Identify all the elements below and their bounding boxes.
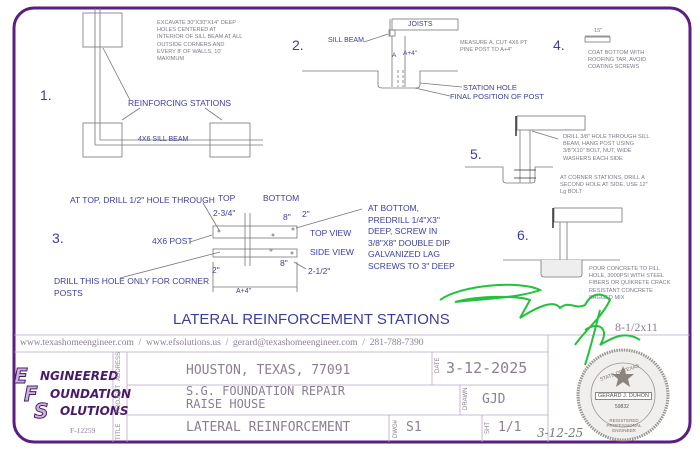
final-position-label: FINAL POSITION OF POST <box>450 92 544 101</box>
title-block-grid <box>14 334 690 442</box>
dim-2-side: 2" <box>212 265 220 275</box>
step6-pour-note: POUR CONCRETE TO FILL HOLE, 3000PSI WITH… <box>589 266 671 301</box>
dwg-label: DWG# <box>393 420 399 438</box>
logo-line1: NGINEERED <box>40 369 119 383</box>
step3-post-views <box>119 202 363 292</box>
side-view-label: SIDE VIEW <box>310 247 354 257</box>
dim-8-side: 8" <box>280 258 288 268</box>
step5-section <box>465 115 586 184</box>
step1-number: 1. <box>40 87 52 103</box>
step5-corner-note: AT CORNER STATIONS, DRILL A SECOND HOLE … <box>560 175 648 196</box>
logo-initial-f: F <box>24 382 39 407</box>
paper-size: 8-1/2x11 <box>615 320 658 334</box>
dim-2-1-2: 2-1/2" <box>308 266 331 276</box>
post-label: 4X6 POST <box>152 236 193 246</box>
step3-number: 3. <box>52 230 64 246</box>
sill-beam-label: 4X6 SILL BEAM <box>138 136 189 143</box>
date-value: 3-12-2025 <box>446 359 528 377</box>
signature-date: 3-12-25 <box>537 426 584 440</box>
length-label: A+4" <box>236 288 252 295</box>
firm-number: F-12259 <box>70 426 96 435</box>
step1-plan <box>82 8 263 158</box>
step6-number: 6. <box>517 227 529 243</box>
dim-2-top: 2" <box>302 209 310 219</box>
step4-coat-note: COAT BOTTOM WITH ROOFING TAR, AVOID COAT… <box>588 50 647 71</box>
step2-number: 2. <box>292 37 304 53</box>
sht-label: SHT <box>485 422 491 434</box>
logo-line2: OUNDATION <box>50 387 131 401</box>
logo-initial-s: S <box>33 399 49 424</box>
measure-note: MEASURE A, CUT 4X6 PT PINE POST TO A+4" <box>460 40 528 54</box>
step4-detail <box>584 35 611 43</box>
reinforcing-stations-label: REINFORCING STATIONS <box>128 98 232 108</box>
corner-drill-note-2: POSTS <box>54 288 83 298</box>
step6-section <box>503 207 623 278</box>
contact-line: www.texashomeengineer.com / www.efsoluti… <box>20 338 424 348</box>
bottom-note-line: AT BOTTOM, <box>368 203 420 213</box>
star-icon <box>612 366 634 387</box>
bottom-note-line: GALVANIZED LAG <box>368 249 440 259</box>
step2-section <box>302 18 463 97</box>
a-label: A <box>392 52 397 59</box>
address-value: HOUSTON, TEXAS, 77091 <box>186 363 351 378</box>
engineer-signature <box>439 283 641 366</box>
drawing-title: LATERAL REINFORCEMENT STATIONS <box>173 311 450 328</box>
seal-name: GERARD J. DUHON <box>595 392 653 400</box>
sht-value: 1/1 <box>498 420 522 435</box>
drawn-label: DRAWN <box>463 387 469 410</box>
seal-bottom-text: REGISTERED PROFESSIONAL ENGINEER <box>606 418 642 433</box>
step1-excavate-note: EXCAVATE 30"X30"X14" DEEP HOLES CENTERED… <box>157 20 243 63</box>
top-view-label: TOP VIEW <box>310 228 352 238</box>
bottom-note-line: PREDRILL 1/4"X3" <box>368 214 440 225</box>
date-label: DATE <box>435 357 441 373</box>
title-value: LATERAL REINFORCEMENT <box>186 420 351 435</box>
seal-number: 59832 <box>615 404 629 410</box>
bottom-note-line: DEEP, SCREW IN <box>368 226 438 236</box>
step5-drill-note: DRILL 3/8" HOLE THROUGH SILL BEAM, HANG … <box>563 134 650 162</box>
station-hole-label: STATION HOLE <box>463 83 517 92</box>
dim-2-3-4: 2-3/4" <box>213 208 236 218</box>
dwg-value: S1 <box>406 420 422 435</box>
step2-sill-beam-label: SILL BEAM <box>328 37 364 44</box>
bottom-note-line: 3/8"X8" DOUBLE DIP <box>368 237 451 248</box>
bottom-label: BOTTOM <box>263 193 300 203</box>
project-label: PROJECT <box>116 384 122 413</box>
dim-8-top: 8" <box>283 212 291 222</box>
sheet-border <box>12 6 692 444</box>
address-label: ADDRESS <box>116 351 122 381</box>
joists-label: JOISTS <box>408 21 433 28</box>
top-label: TOP <box>218 193 236 203</box>
title-label: TITLE <box>116 423 122 440</box>
drawn-value: GJD <box>482 392 506 407</box>
step4-dim: 15" <box>594 28 603 34</box>
step4-number: 4. <box>553 37 565 53</box>
logo-initial-e: E <box>14 364 29 389</box>
bottom-screw-note: AT BOTTOM, PREDRILL 1/4"X3" DEEP, SCREW … <box>368 203 455 272</box>
step5-number: 5. <box>470 146 482 162</box>
project-line2: RAISE HOUSE <box>186 397 266 411</box>
a-plus-4-label: A+4" <box>403 50 418 57</box>
top-drill-note: AT TOP, DRILL 1/2" HOLE THROUGH <box>70 195 215 205</box>
bottom-note-line: SCREWS TO 3" DEEP <box>368 260 455 271</box>
project-line1: S.G. FOUNDATION REPAIR <box>186 384 345 398</box>
corner-drill-note: DRILL THIS HOLE ONLY FOR CORNER <box>54 276 210 286</box>
logo-line3: OLUTIONS <box>60 404 129 418</box>
